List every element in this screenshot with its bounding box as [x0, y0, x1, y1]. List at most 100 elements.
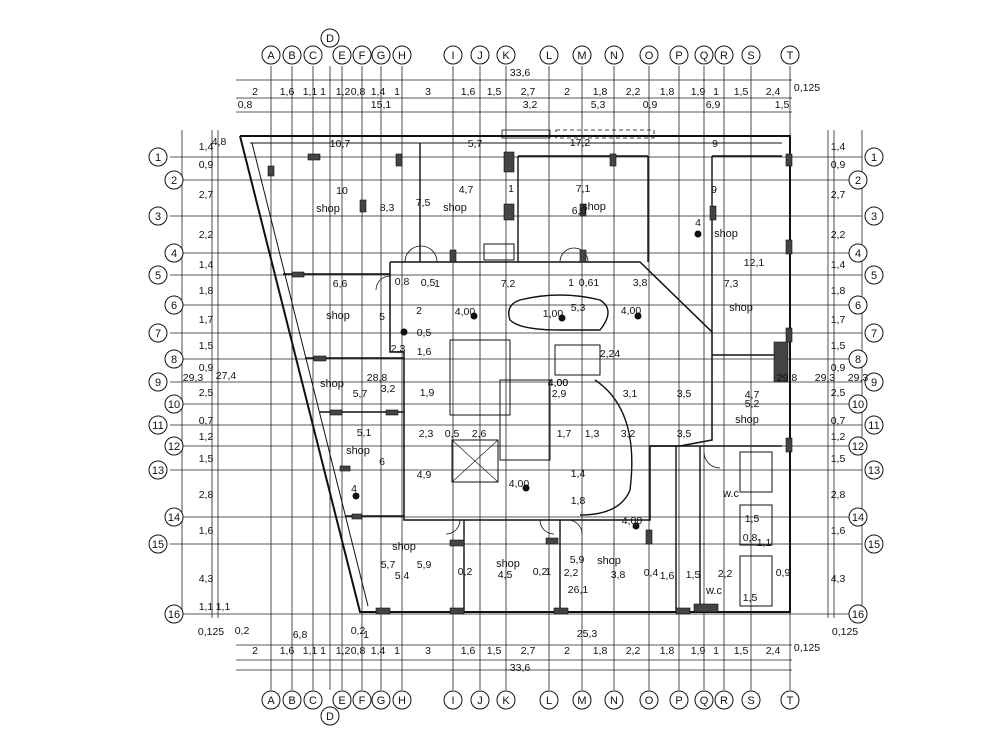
interior-dimension: 6: [379, 456, 385, 468]
grid-bubble-label: 2: [171, 175, 177, 187]
dim-right-row: 1,4: [831, 141, 846, 153]
interior-dimension: 4: [695, 217, 701, 229]
grid-bubble-P: [669, 45, 689, 65]
interior-dimension: 10,7: [330, 138, 351, 150]
interior-dimension: 7,1: [576, 183, 591, 195]
interior-dimension: 26,1: [568, 584, 589, 596]
interior-dimension: 7,3: [724, 278, 739, 290]
dim-top-row1: 1,1: [303, 86, 318, 98]
dim-top-row2: 0,8: [238, 99, 253, 111]
grid-bubble-6: [164, 295, 184, 315]
grid-bubble-A: [261, 690, 281, 710]
dim-bottom-row2: 6,8: [293, 629, 308, 641]
grid-bubble-label: L: [546, 50, 552, 62]
grid-bubble-label: K: [502, 695, 510, 707]
grid-bubble-label: 1: [155, 152, 161, 164]
grid-bubble-label: 15: [152, 539, 164, 551]
dim-top-row1: 1,8: [660, 86, 675, 98]
dim-bottom-row1: 1: [713, 645, 719, 657]
grid-bubble-label: R: [720, 50, 728, 62]
dim-bottom-row1: 0,8: [351, 645, 366, 657]
dim-bottom-row1: 1,5: [734, 645, 749, 657]
interior-dimension: 3,5: [677, 428, 692, 440]
door-arc: [703, 451, 721, 469]
grid-bubble-T: [780, 690, 800, 710]
dim-right-row: 0,7: [831, 415, 846, 427]
interior-dimension: 2,24: [600, 348, 621, 360]
dim-right-total-outer2: 29,3: [848, 372, 869, 384]
room-label-shop: shop: [443, 202, 467, 214]
interior-dimension: 1,4: [571, 468, 586, 480]
dim-bottom-row1: 1,6: [280, 645, 295, 657]
grid-bubble-label: 6: [171, 300, 177, 312]
interior-dimension: 1,8: [571, 495, 586, 507]
interior-dimension: 4,9: [417, 469, 432, 481]
grid-bubble-H: [392, 690, 412, 710]
interior-dimension: 0,5: [417, 327, 432, 339]
dim-left-total-inner: 27,4: [216, 370, 237, 382]
grid-bubble-label: J: [477, 695, 483, 707]
grid-bubble-label: 15: [868, 539, 880, 551]
grid-bubble-N: [604, 45, 624, 65]
dim-left-row: 2,2: [199, 229, 214, 241]
grid-lines: [170, 66, 862, 690]
grid-bubble-label: 2: [855, 175, 861, 187]
grid-bubble-J: [470, 45, 490, 65]
level-mark: 4,00: [548, 377, 569, 389]
interior-dimension: 5,7: [381, 559, 396, 571]
dim-bottom-row1: 2: [252, 645, 258, 657]
outer-wall: [239, 135, 791, 613]
dim-top-row2: 3,2: [523, 99, 538, 111]
level-markers: [352, 230, 702, 530]
grid-bubble-11: [148, 415, 168, 435]
dim-bottom-row1: 3: [425, 645, 431, 657]
dim-bottom-row1: 2,7: [521, 645, 536, 657]
grid-bubble-label: Q: [700, 695, 709, 707]
dim-right-row: 0,9: [831, 159, 846, 171]
grid-bubble-label: 9: [155, 377, 161, 389]
dim-bottom-row1: 2,4: [766, 645, 781, 657]
dim-top-row1: 1,8: [593, 86, 608, 98]
grid-bubble-label: 12: [168, 441, 180, 453]
dim-top-row2: 0,9: [643, 99, 658, 111]
grid-bubble-label: 4: [171, 248, 177, 260]
interior-dimension: 10: [336, 185, 348, 197]
interior-dimension: 1,9: [420, 387, 435, 399]
dim-top-row1: 2,4: [766, 86, 781, 98]
grid-bubble-label: 6: [855, 300, 861, 312]
interior-dimension: 3,2: [381, 383, 396, 395]
interior-dimension: 2,3: [391, 343, 406, 355]
wc-cubicle: [739, 451, 773, 493]
grid-bubble-label: K: [502, 50, 510, 62]
grid-bubble-I: [443, 690, 463, 710]
grid-bubble-label: 8: [171, 354, 177, 366]
grid-bubble-label: B: [288, 695, 295, 707]
interior-dimension: 5,7: [353, 388, 368, 400]
interior-dimension: 5,4: [395, 570, 410, 582]
grid-bubble-label: P: [675, 695, 682, 707]
level-mark: 4,00: [622, 515, 643, 527]
dim-top-row1: 1: [394, 86, 400, 98]
grid-bubble-label: 3: [155, 211, 161, 223]
grid-bubble-M: [572, 690, 592, 710]
grid-bubble-label: 14: [168, 512, 180, 524]
room-label-shop: shop: [346, 445, 370, 457]
dim-top-row1: 1,5: [487, 86, 502, 98]
interior-dimension: 1,5: [743, 592, 758, 604]
dim-bottom-row1: 1,9: [691, 645, 706, 657]
grid-bubble-label: 7: [871, 328, 877, 340]
grid-bubble-label: M: [577, 50, 586, 62]
room-label-shop: shop: [316, 203, 340, 215]
dim-edge-top: 0,125: [794, 82, 820, 94]
dim-bottom-row1: 1: [320, 645, 326, 657]
grid-bubble-J: [470, 690, 490, 710]
dim-left-row: 1,1: [199, 601, 214, 613]
grid-bubble-K: [496, 690, 516, 710]
dim-bottom-row1: 1,2: [336, 645, 351, 657]
interior-dimension: 1,1: [757, 537, 772, 549]
interior-dimension: 8,3: [380, 202, 395, 214]
grid-bubble-label: S: [747, 695, 754, 707]
void-box: [451, 439, 499, 483]
interior-dimension: 5,3: [571, 302, 586, 314]
